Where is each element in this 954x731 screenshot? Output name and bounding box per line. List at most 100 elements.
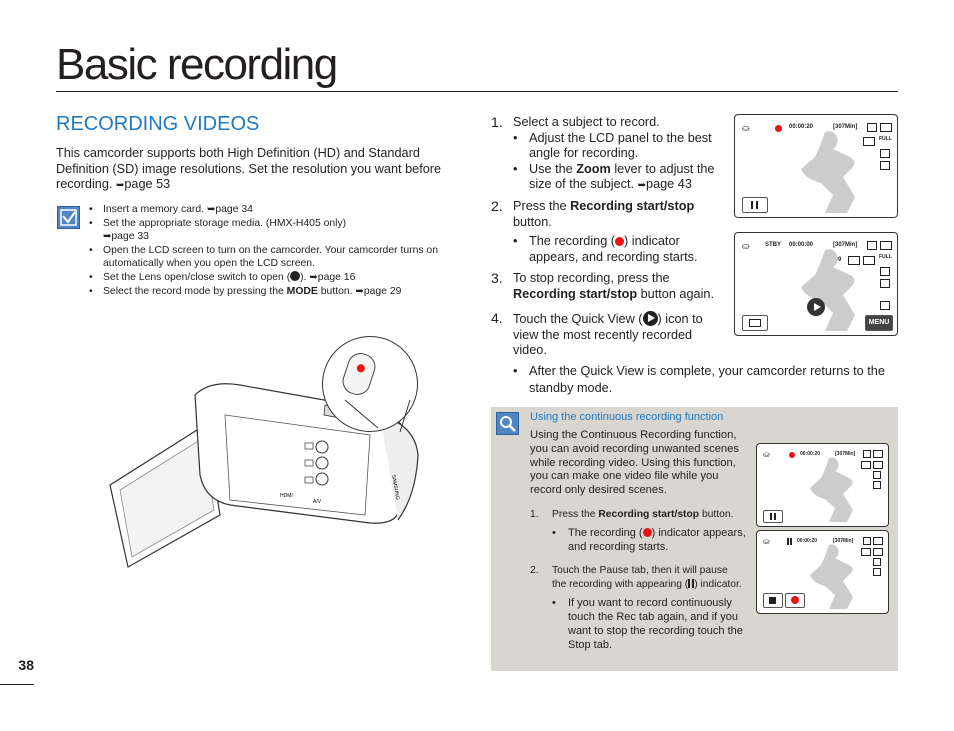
note-item: Insert a memory card. ➥page 34 <box>86 203 456 217</box>
play-mode-button[interactable] <box>742 315 768 331</box>
step-4: 4. Touch the Quick View () icon to view … <box>491 310 891 397</box>
stop-button[interactable] <box>763 593 783 608</box>
page-ref-arrow-icon: ➥ <box>355 285 364 297</box>
note-item: Set the appropriate storage media. (HMX-… <box>86 217 456 244</box>
note-check-icon <box>57 206 80 229</box>
page-ref-arrow-icon: ➥ <box>637 180 647 191</box>
step-bullet: The recording () indicator appears, and … <box>513 234 723 265</box>
intro-text: This camcorder supports both High Defini… <box>56 146 442 191</box>
zoom-callout-lines <box>344 399 411 433</box>
scene-icon <box>873 481 881 489</box>
camcorder-illustration: HDMI A/V SAMSUNG <box>109 383 419 568</box>
quality-icon <box>863 256 875 265</box>
rec-dot-icon <box>775 125 782 132</box>
timecode: 00:00:20 <box>789 124 814 130</box>
tip-step-1: 1.Press the Recording start/stop button.… <box>530 508 750 554</box>
stabilizer-icon <box>873 558 881 566</box>
section-heading: RECORDING VIDEOS <box>56 113 260 135</box>
battery-icon <box>873 537 883 545</box>
pause-button[interactable] <box>742 197 768 213</box>
timecode: 00:00:00 <box>789 242 814 248</box>
memory-card-icon <box>867 123 877 132</box>
memory-card-icon <box>867 241 877 250</box>
pause-indicator-icon <box>787 538 792 545</box>
video-mode-icon: ⛀ <box>763 537 770 546</box>
zoom-detail-circle <box>322 336 418 432</box>
quality-icon <box>861 548 871 556</box>
page-number: 38 <box>18 657 34 673</box>
intro-paragraph: This camcorder supports both High Defini… <box>56 146 456 194</box>
rec-dot-icon <box>642 528 652 537</box>
magnifier-icon <box>496 412 519 435</box>
tip-lcd-paused: ⛀ 00:00:20 [307Min] <box>756 530 889 614</box>
page-ref-arrow-icon: ➥ <box>206 204 216 215</box>
page-title: Basic recording <box>56 40 338 89</box>
page-ref-arrow-icon: ➥ <box>309 271 318 283</box>
note-ref[interactable]: page 16 <box>317 271 356 283</box>
step-3: 3. To stop recording, press the Recordin… <box>491 270 714 301</box>
photo-size-icon <box>848 256 860 265</box>
note-ref[interactable]: page 33 <box>111 231 149 243</box>
full-hd-label: FULL <box>879 136 892 142</box>
step-bullet: After the Quick View is complete, your c… <box>513 363 891 397</box>
record-button-detail <box>339 349 379 399</box>
note-item: Open the LCD screen to turn on the camco… <box>86 244 456 271</box>
memory-card-icon <box>863 537 871 545</box>
video-mode-icon: ⛀ <box>763 450 770 459</box>
page-ref-arrow-icon: ➥ <box>115 180 125 191</box>
tip-bullet: If you want to record continuously touch… <box>552 596 750 652</box>
rec-button[interactable] <box>785 593 805 608</box>
tip-step-2: 2.Touch the Pause tab, then it will paus… <box>530 564 750 652</box>
remaining-time: [307Min] <box>833 538 854 544</box>
step-1: 1. Select a subject to record. Adjust th… <box>491 114 723 194</box>
full-hd-icon <box>873 548 883 556</box>
rec-dot-icon <box>789 452 795 458</box>
rec-dot-icon <box>615 237 625 246</box>
note-ref[interactable]: page 34 <box>215 204 253 215</box>
video-mode-icon: ⛀ <box>742 123 750 133</box>
timecode: 00:00:20 <box>800 451 821 457</box>
step-2: 2. Press the Recording start/stop button… <box>491 198 723 265</box>
page-number-rule <box>0 684 34 685</box>
full-hd-label: FULL <box>879 254 892 260</box>
menu-button[interactable]: MENU <box>865 315 893 331</box>
step-bullet: Adjust the LCD panel to the best angle f… <box>513 131 723 162</box>
remaining-time: [307Min] <box>833 242 858 248</box>
menu-shortcut-icon <box>880 301 890 310</box>
intro-ref[interactable]: page 53 <box>124 177 171 191</box>
page-ref-arrow-icon: ➥ <box>103 231 112 243</box>
remaining-time: [307Min] <box>835 451 856 457</box>
note-item: Select the record mode by pressing the M… <box>86 285 456 299</box>
lens-switch-icon <box>290 270 301 281</box>
standby-label: STBY <box>765 242 782 248</box>
lcd-recording-screen: ⛀ 00:00:20 [307Min] FULL <box>734 114 898 218</box>
notes-list: Insert a memory card. ➥page 34 Set the a… <box>86 203 456 298</box>
memory-card-icon <box>863 450 871 458</box>
svg-text:A/V: A/V <box>313 499 322 505</box>
stabilizer-icon <box>880 267 890 276</box>
pause-button[interactable] <box>763 510 783 523</box>
step-bullet: Use the Zoom lever to adjust the size of… <box>513 162 723 194</box>
quality-icon <box>861 461 871 469</box>
video-mode-icon: ⛀ <box>742 241 750 251</box>
subject-silhouette <box>801 249 855 331</box>
subject-silhouette <box>801 131 855 213</box>
tip-lcd-recording: ⛀ 00:00:20 [307Min] <box>756 443 889 527</box>
scene-icon <box>880 161 890 170</box>
rec-dot-icon <box>355 363 366 374</box>
tip-body: Using the Continuous Recording function,… <box>530 429 739 497</box>
stabilizer-icon <box>873 471 881 479</box>
svg-text:HDMI: HDMI <box>280 493 293 499</box>
pause-indicator-icon <box>688 579 695 588</box>
lcd-standby-screen: ⛀ STBY 00:00:00 [307Min] 9999 FULL MENU <box>734 232 898 336</box>
quick-view-icon[interactable] <box>807 298 825 316</box>
stabilizer-icon <box>880 149 890 158</box>
tip-title: Using the continuous recording function <box>530 411 724 423</box>
scene-icon <box>873 568 881 576</box>
battery-icon <box>880 123 892 132</box>
quick-view-icon <box>642 311 658 326</box>
title-rule <box>56 91 898 92</box>
subject-silhouette <box>810 457 853 522</box>
quality-icon <box>863 137 875 146</box>
note-ref[interactable]: page 29 <box>363 285 402 297</box>
